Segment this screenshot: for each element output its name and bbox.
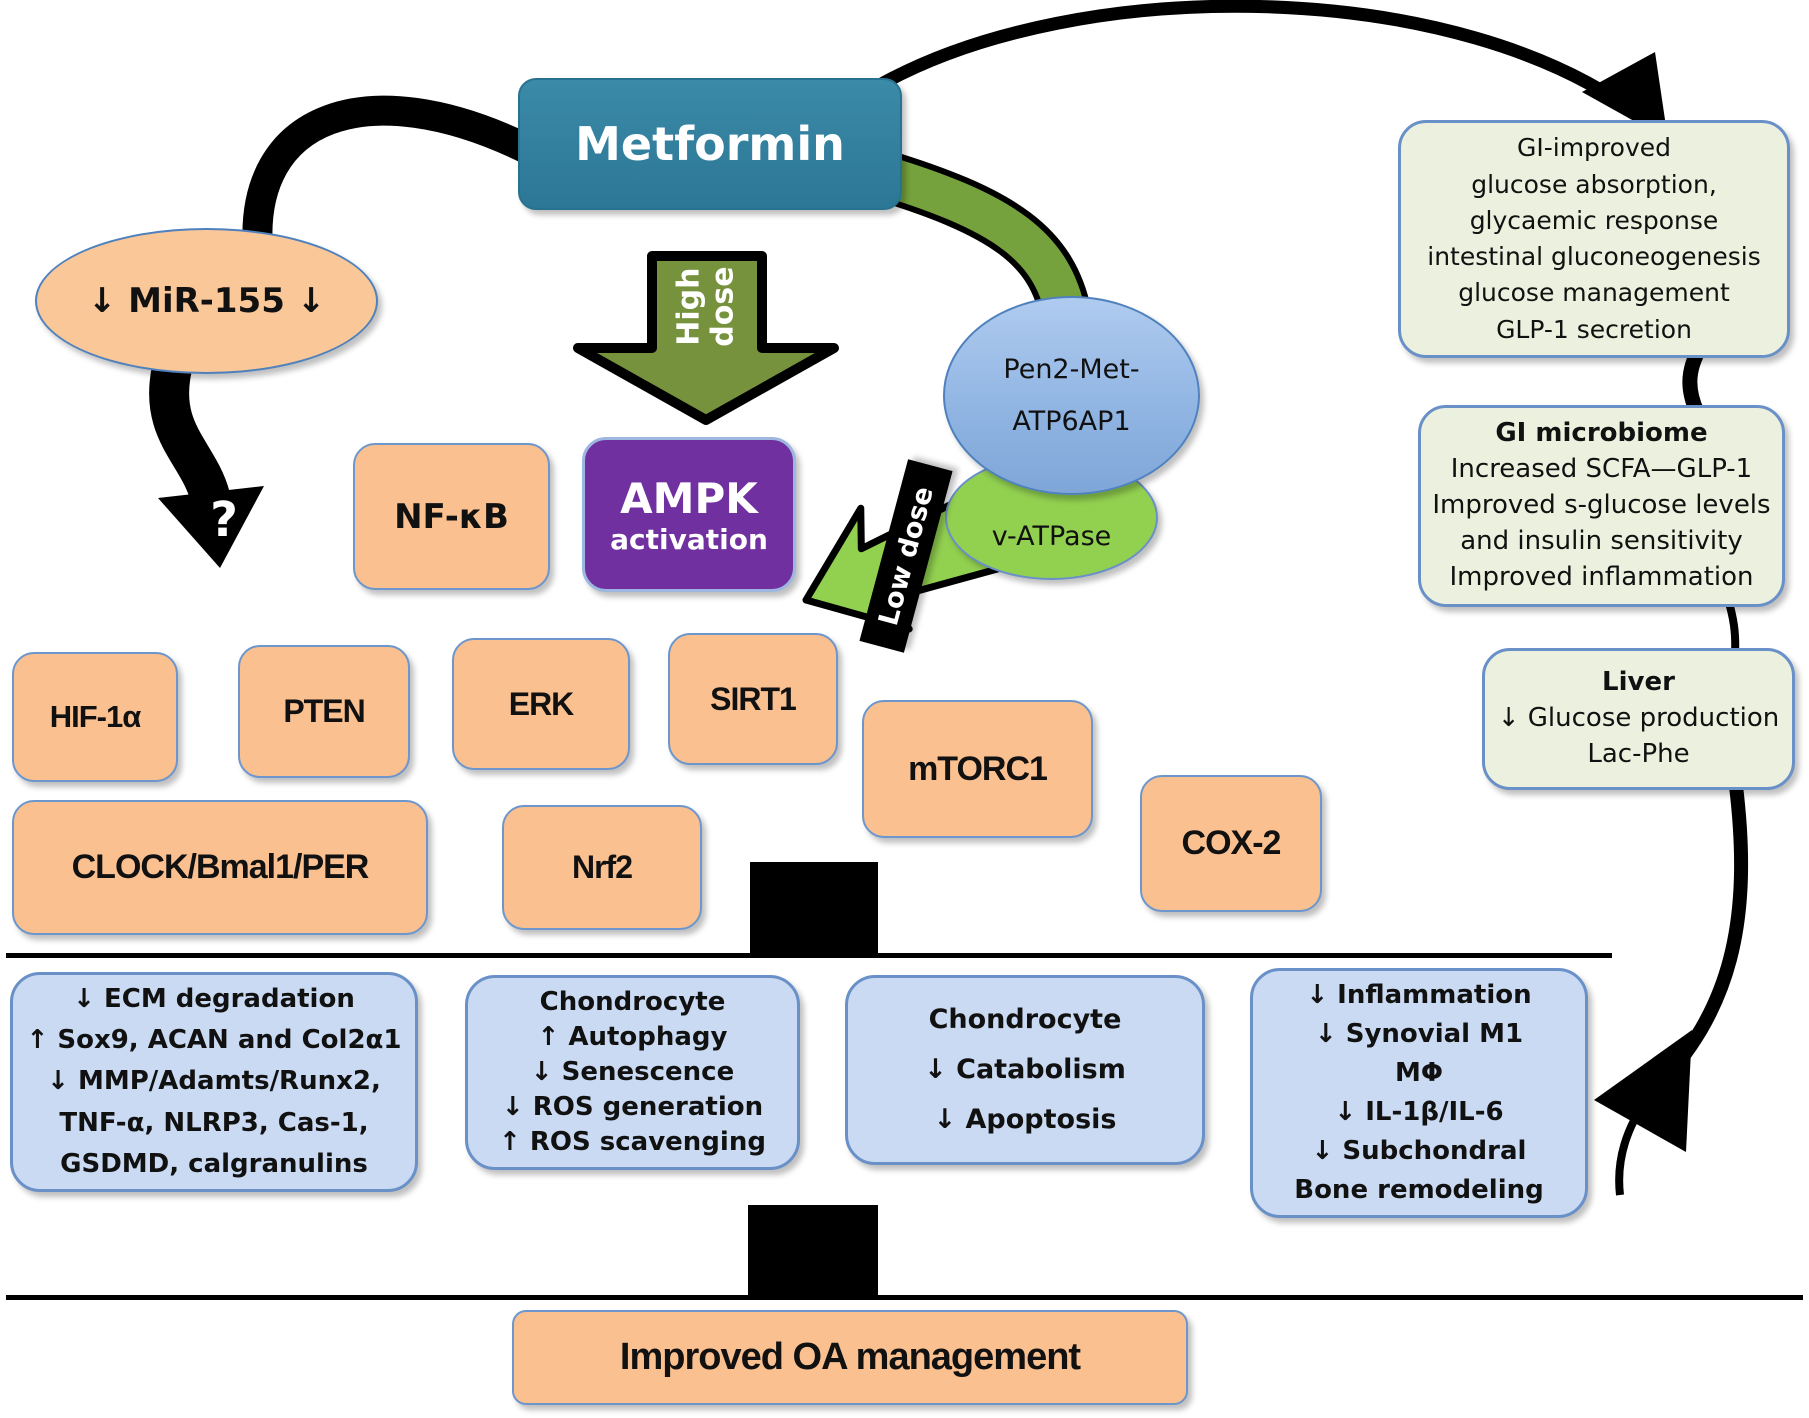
gi1-line: glucose management <box>1458 278 1730 308</box>
clock-bmal1-per-box: CLOCK/Bmal1/PER <box>12 800 428 935</box>
pen2-line2: ATP6AP1 <box>1012 405 1131 437</box>
gi-microbiome-title: GI microbiome <box>1495 418 1708 449</box>
liver-line: Lac-Phe <box>1587 738 1690 769</box>
arrow-mir155-question-arrowhead <box>158 486 264 568</box>
mtorc1-label: mTORC1 <box>908 749 1048 788</box>
clock-bmal1-per-label: CLOCK/Bmal1/PER <box>71 848 370 886</box>
nrf2-box: Nrf2 <box>502 805 702 930</box>
metformin-label: Metformin <box>575 117 845 171</box>
gi1-line: intestinal gluconeogenesis <box>1427 242 1761 271</box>
hif1a-box: HIF-1α <box>12 652 178 782</box>
gi-microbiome-box: GI microbiome Increased SCFA—GLP-1 Impro… <box>1418 405 1785 607</box>
high-dose-line2: dose <box>704 266 740 348</box>
gi1-line: glycaemic response <box>1469 205 1719 235</box>
erk-label: ERK <box>508 685 575 722</box>
gi-improved-box: GI-improved glucose absorption, glycaemi… <box>1398 120 1790 358</box>
high-dose-line1: High <box>671 267 707 347</box>
divider-line-bottom <box>6 1295 1803 1300</box>
curve-liver-to-outcomes <box>1647 785 1749 1097</box>
ecm-line: ↓ MMP/Adamts/Runx2, <box>47 1066 381 1097</box>
catabolism-line: ↓ Catabolism <box>924 1054 1126 1086</box>
ecm-line: TNF-α, NLRP3, Cas-1, <box>59 1107 369 1138</box>
liver-title: Liver <box>1602 667 1675 698</box>
inflammation-line: MΦ <box>1395 1058 1443 1088</box>
catabolism-line: ↓ Apoptosis <box>933 1103 1117 1135</box>
ecm-line: ↓ ECM degradation <box>73 984 355 1015</box>
pten-box: PTEN <box>238 645 410 778</box>
improved-oa-management-label: Improved OA management <box>619 1336 1081 1378</box>
gi2-line: Increased SCFA—GLP-1 <box>1450 454 1753 485</box>
cox2-label: COX-2 <box>1181 824 1282 862</box>
autophagy-line: ↓ ROS generation <box>501 1092 764 1123</box>
erk-box: ERK <box>452 638 630 770</box>
outcome-ecm-box: ↓ ECM degradation ↑ Sox9, ACAN and Col2α… <box>10 972 418 1192</box>
divider-line-top <box>6 953 1612 958</box>
improved-oa-management-box: Improved OA management <box>512 1310 1188 1405</box>
ecm-line: ↑ Sox9, ACAN and Col2α1 <box>26 1025 402 1056</box>
inflammation-line: Bone remodeling <box>1294 1175 1544 1205</box>
outcome-inflammation-box: ↓ Inflammation ↓ Synovial M1 MΦ ↓ IL-1β/… <box>1250 968 1588 1218</box>
curve-liver-arrowhead <box>1594 1030 1692 1152</box>
band-metformin-to-pen2 <box>866 152 1086 320</box>
pen2-ellipse: Pen2-Met- ATP6AP1 <box>943 296 1200 495</box>
arc-metformin-to-gi-arrowhead <box>1582 52 1668 140</box>
gi2-line: Improved s-glucose levels <box>1432 490 1771 521</box>
hif1a-label: HIF-1α <box>49 699 142 734</box>
ampk-box: AMPK activation <box>582 437 796 592</box>
pen2-line1: Pen2-Met- <box>1003 354 1140 386</box>
inflammation-line: ↓ Inflammation <box>1306 980 1532 1010</box>
inflammation-line: ↓ Subchondral <box>1311 1136 1527 1166</box>
autophagy-line: Chondrocyte <box>539 986 726 1017</box>
liver-box: Liver ↓ Glucose production Lac-Phe <box>1482 648 1795 790</box>
outcome-catabolism-box: Chondrocyte ↓ Catabolism ↓ Apoptosis <box>845 975 1205 1165</box>
catabolism-line: Chondrocyte <box>928 1004 1122 1036</box>
nfkb-box: NF-κB <box>353 443 550 590</box>
connector-rect-bottom <box>748 1205 878 1297</box>
cox2-box: COX-2 <box>1140 775 1322 912</box>
arrow-mir155-to-question <box>149 363 230 503</box>
nfkb-label: NF-κB <box>394 496 509 537</box>
ecm-line: GSDMD, calgranulins <box>60 1148 368 1179</box>
sirt1-label: SIRT1 <box>710 680 797 717</box>
inflammation-line: ↓ Synovial M1 <box>1314 1019 1524 1049</box>
ampk-subtitle: activation <box>610 522 768 556</box>
pten-label: PTEN <box>283 693 365 729</box>
vatpase-label: v-ATPase <box>991 521 1112 552</box>
arc-metformin-to-mir155-arrow <box>242 95 532 252</box>
question-mark: ? <box>210 492 238 548</box>
gi1-line: GLP-1 secretion <box>1496 314 1692 344</box>
inflammation-line: ↓ IL-1β/IL-6 <box>1334 1097 1504 1127</box>
gi2-line: Improved inflammation <box>1449 561 1754 592</box>
sirt1-box: SIRT1 <box>668 633 838 765</box>
outcome-autophagy-box: Chondrocyte ↑ Autophagy ↓ Senescence ↓ R… <box>465 975 800 1170</box>
liver-line: ↓ Glucose production <box>1497 703 1780 734</box>
ampk-title: AMPK <box>620 473 758 523</box>
autophagy-line: ↑ ROS scavenging <box>499 1127 766 1158</box>
mir155-label: ↓ MiR-155 ↓ <box>87 281 326 321</box>
gi1-line: GI-improved <box>1516 133 1671 163</box>
autophagy-line: ↑ Autophagy <box>537 1021 728 1052</box>
gi2-line: and insulin sensitivity <box>1460 525 1743 556</box>
mtorc1-box: mTORC1 <box>862 700 1093 838</box>
mir155-ellipse: ↓ MiR-155 ↓ <box>35 228 378 374</box>
gi1-line: glucose absorption, <box>1471 169 1717 199</box>
high-dose-label: High dose <box>645 246 767 368</box>
autophagy-line: ↓ Senescence <box>530 1056 735 1087</box>
arc-metformin-to-gi-arrow <box>874 0 1646 124</box>
nrf2-label: Nrf2 <box>571 849 633 885</box>
metformin-box: Metformin <box>518 78 902 210</box>
high-dose-arrow <box>573 251 839 425</box>
connector-rect-top <box>750 862 878 955</box>
